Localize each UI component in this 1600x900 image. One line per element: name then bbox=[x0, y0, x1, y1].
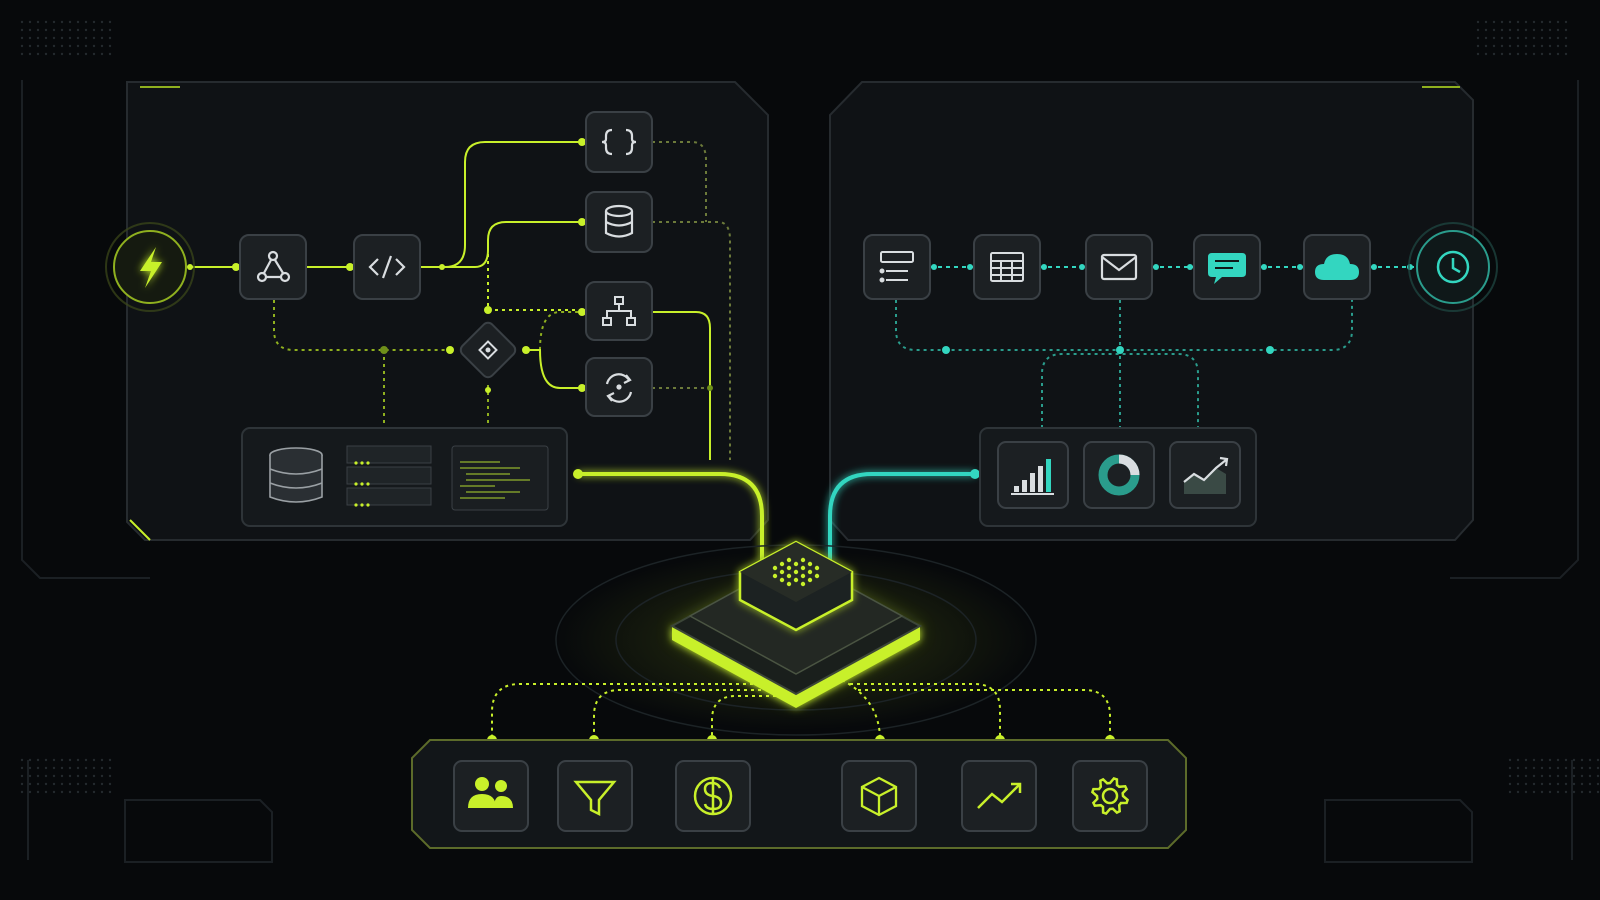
database-stack-icon bbox=[269, 447, 323, 503]
mail-node[interactable] bbox=[1085, 234, 1153, 300]
table-node[interactable] bbox=[973, 234, 1041, 300]
bottom-connectors bbox=[491, 679, 1111, 741]
condition-node[interactable] bbox=[458, 320, 517, 379]
trend-node[interactable] bbox=[961, 760, 1037, 832]
database-node[interactable] bbox=[585, 191, 653, 253]
code-icon bbox=[368, 255, 406, 279]
condition-diamond-icon bbox=[478, 340, 498, 360]
gear-node[interactable] bbox=[1072, 760, 1148, 832]
hierarchy-node[interactable] bbox=[585, 281, 653, 341]
json-node[interactable] bbox=[585, 111, 653, 173]
storage-tray bbox=[241, 427, 568, 527]
right-connector-dots bbox=[931, 264, 1413, 354]
donut-chart-icon bbox=[1098, 454, 1140, 496]
area-chart-node[interactable] bbox=[1169, 441, 1241, 509]
right-panel bbox=[829, 81, 1474, 541]
cloud-icon bbox=[1315, 254, 1359, 280]
users-icon bbox=[468, 777, 513, 808]
hierarchy-icon bbox=[602, 296, 636, 326]
dollar-icon bbox=[693, 776, 733, 816]
cube-node[interactable] bbox=[841, 760, 917, 832]
lightning-bolt-icon bbox=[140, 247, 162, 288]
cube-icon bbox=[860, 776, 898, 817]
form-icon bbox=[879, 251, 914, 283]
clock-icon bbox=[1436, 250, 1470, 284]
gear-icon bbox=[1090, 776, 1130, 816]
database-icon bbox=[604, 204, 634, 238]
webhook-icon bbox=[256, 250, 291, 283]
analytics-tray bbox=[979, 427, 1257, 527]
chat-icon bbox=[1208, 253, 1246, 284]
background-frame bbox=[21, 80, 1579, 863]
central-hub[interactable] bbox=[555, 540, 1037, 736]
bar-chart-node[interactable] bbox=[997, 441, 1069, 509]
sync-icon bbox=[605, 373, 633, 403]
background-dot-grid bbox=[20, 20, 1600, 794]
sync-node[interactable] bbox=[585, 357, 653, 417]
webhook-node[interactable] bbox=[239, 234, 307, 300]
left-connector-dots bbox=[187, 138, 713, 393]
area-chart-icon bbox=[1183, 456, 1229, 494]
trend-up-icon bbox=[977, 782, 1022, 809]
left-connectors bbox=[190, 141, 731, 460]
mail-icon bbox=[1100, 253, 1138, 281]
code-log-icon[interactable] bbox=[451, 445, 549, 511]
cloud-node[interactable] bbox=[1303, 234, 1371, 300]
dot-grid-icon bbox=[772, 557, 820, 587]
table-icon bbox=[990, 252, 1024, 282]
hub-feed-lines bbox=[578, 472, 975, 560]
schedule-end-node[interactable] bbox=[1408, 222, 1498, 312]
left-feed-dot bbox=[573, 469, 583, 479]
right-feed-dot bbox=[970, 469, 980, 479]
dollar-node[interactable] bbox=[675, 760, 751, 832]
server-rack-icon[interactable] bbox=[346, 445, 432, 507]
filter-node[interactable] bbox=[557, 760, 633, 832]
filter-icon bbox=[573, 780, 617, 817]
trigger-node[interactable] bbox=[105, 222, 195, 312]
bar-chart-icon bbox=[1011, 459, 1054, 495]
code-node[interactable] bbox=[353, 234, 421, 300]
donut-chart-node[interactable] bbox=[1083, 441, 1155, 509]
form-node[interactable] bbox=[863, 234, 931, 300]
json-braces-icon bbox=[601, 128, 637, 156]
users-node[interactable] bbox=[453, 760, 529, 832]
chat-node[interactable] bbox=[1193, 234, 1261, 300]
